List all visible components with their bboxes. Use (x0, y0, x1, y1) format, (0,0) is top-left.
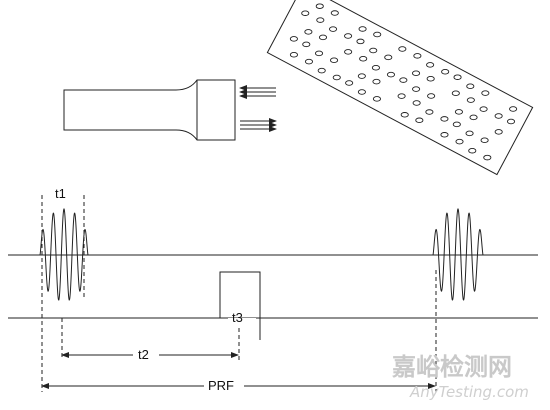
pore (357, 73, 366, 79)
pore (494, 113, 503, 119)
pore (384, 54, 393, 61)
pore (304, 58, 314, 65)
pore (398, 46, 407, 52)
pore (412, 70, 421, 76)
watermark-english: AnyTesting.com (409, 383, 529, 401)
porous-sample (266, 0, 534, 176)
pore (451, 90, 460, 97)
transducer (63, 79, 236, 141)
pore (468, 147, 477, 154)
pore (314, 50, 324, 57)
pore (332, 74, 341, 81)
pore (289, 52, 298, 58)
pore (345, 80, 354, 86)
pore (399, 77, 408, 83)
pore (373, 31, 382, 38)
pore (316, 17, 325, 23)
pore (302, 41, 311, 48)
pore (372, 96, 381, 102)
pore (452, 121, 461, 128)
pore (330, 57, 339, 63)
pore (330, 10, 339, 16)
pore (440, 116, 449, 122)
pore (425, 109, 434, 115)
pore (318, 34, 328, 41)
pore (304, 29, 313, 35)
dashed-guides (41, 195, 437, 392)
pore (386, 71, 396, 78)
pore (358, 26, 367, 32)
pore (301, 10, 310, 16)
label-t1: t1 (55, 186, 66, 201)
pore (466, 83, 475, 89)
pore (344, 49, 353, 55)
pore (356, 38, 365, 45)
signal-baselines (8, 254, 538, 319)
pore (440, 132, 449, 138)
pore (412, 100, 421, 106)
pore (357, 89, 366, 95)
pore (371, 65, 380, 71)
pore (509, 106, 518, 112)
pore (344, 33, 353, 39)
pore (494, 129, 503, 135)
pore (317, 67, 326, 74)
pore (369, 47, 378, 54)
pore (427, 93, 436, 99)
pore (466, 97, 475, 103)
transmit-burst-1 (39, 208, 89, 301)
pore (469, 114, 478, 121)
pore (454, 109, 463, 115)
pore (453, 74, 462, 80)
pulse-arrows (240, 118, 277, 132)
label-t2: t2 (138, 347, 149, 362)
pore (400, 112, 409, 118)
pore (315, 3, 324, 9)
pore (412, 86, 421, 92)
pore (479, 106, 488, 112)
pore (289, 36, 298, 42)
pore (413, 53, 422, 59)
pore (506, 118, 516, 125)
rf-waveform (432, 208, 484, 301)
pore (441, 68, 450, 75)
pore (397, 93, 406, 99)
pore (455, 138, 464, 145)
pore (426, 62, 435, 68)
pore (329, 26, 338, 32)
pore (415, 117, 424, 124)
label-prf: PRF (208, 378, 234, 393)
echo-arrows (239, 85, 276, 99)
watermark-chinese: 嘉峪检测网 (392, 353, 512, 381)
transmit-burst-2 (432, 208, 484, 301)
pore (426, 76, 435, 82)
pore (359, 55, 368, 62)
pore (480, 137, 489, 144)
pore (481, 90, 490, 96)
pore (372, 78, 381, 85)
label-t3: t3 (232, 310, 243, 325)
gate-pulse (219, 271, 261, 340)
pore (465, 130, 474, 137)
pore (483, 154, 492, 161)
rf-waveform (39, 208, 89, 301)
